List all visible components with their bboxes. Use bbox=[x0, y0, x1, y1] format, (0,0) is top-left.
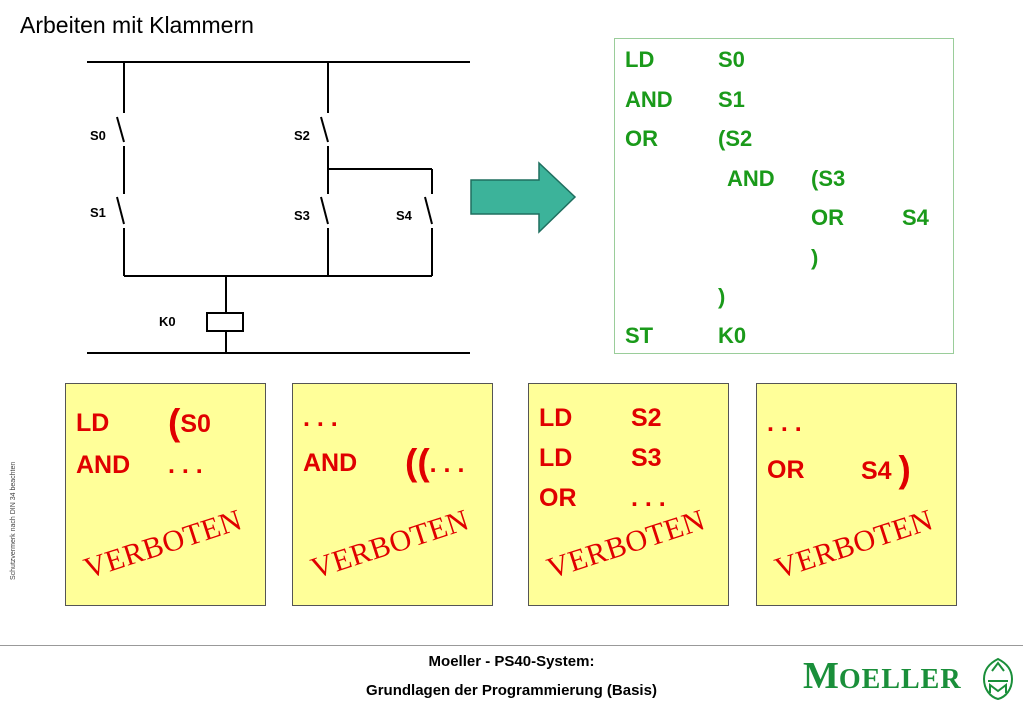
logo-letter: M bbox=[803, 655, 839, 697]
box-text: . . . bbox=[429, 450, 465, 478]
box-text: LD bbox=[539, 404, 573, 432]
code-arg: (S2 bbox=[718, 126, 753, 151]
box-text: . . . bbox=[303, 404, 338, 432]
label-s2: S2 bbox=[294, 128, 310, 143]
forbidden-box-3: LD S2 LD S3 OR . . . VERBOTEN bbox=[528, 383, 729, 606]
footer-line-2: Grundlagen der Programmierung (Basis) bbox=[366, 682, 657, 699]
box-text: LD bbox=[539, 444, 573, 472]
contact-s2-blade bbox=[320, 116, 329, 143]
contact-s3-blade bbox=[320, 196, 329, 225]
forbidden-box-1: LD (S0 AND . . . VERBOTEN bbox=[65, 383, 266, 606]
page-title: Arbeiten mit Klammern bbox=[20, 12, 254, 38]
paren-open: (( bbox=[405, 442, 430, 483]
code-op: ST bbox=[625, 323, 654, 348]
contact-s4-blade bbox=[424, 196, 433, 225]
code-op: OR bbox=[625, 126, 658, 151]
moeller-logo: MOELLER bbox=[803, 654, 962, 698]
code-arg: S1 bbox=[718, 87, 745, 112]
moeller-emblem-icon bbox=[982, 657, 1014, 701]
box-text: S4 bbox=[861, 457, 892, 485]
box-text: OR bbox=[767, 456, 805, 484]
ladder-diagram bbox=[87, 61, 577, 354]
footer-line-1: Moeller - PS40-System: bbox=[428, 653, 595, 670]
box-text: S4 ) bbox=[861, 449, 911, 491]
box-text: S0 bbox=[180, 410, 211, 438]
box-text: . . . bbox=[631, 484, 666, 512]
code-arg: S0 bbox=[718, 47, 745, 72]
contact-s0-blade bbox=[116, 116, 125, 143]
coil-k0 bbox=[206, 312, 244, 332]
label-s0: S0 bbox=[90, 128, 106, 143]
code-op: AND bbox=[625, 87, 673, 112]
label-s4: S4 bbox=[396, 208, 412, 223]
code-op: LD bbox=[625, 47, 655, 72]
box-text: . . . bbox=[168, 451, 203, 479]
code-op: OR bbox=[811, 205, 844, 230]
box-text: S3 bbox=[631, 444, 662, 472]
label-k0: K0 bbox=[159, 314, 176, 329]
code-arg: K0 bbox=[718, 323, 747, 348]
box-text: (S0 bbox=[168, 402, 211, 444]
side-note: Schutzvermerk nach DIN 34 beachten bbox=[10, 461, 17, 580]
instruction-list-box: LD S0 AND S1 OR (S2 AND (S3 OR S4 ) ) ST… bbox=[614, 38, 954, 354]
logo-rest: OELLER bbox=[838, 664, 962, 695]
box-text: OR bbox=[539, 484, 577, 512]
box-text: ((. . . bbox=[405, 442, 464, 484]
forbidden-box-2: . . . AND ((. . . VERBOTEN bbox=[292, 383, 493, 606]
box-text: LD bbox=[76, 409, 110, 437]
verboten-stamp: VERBOTEN bbox=[307, 503, 474, 586]
code-arg: S4 bbox=[902, 205, 929, 230]
box-text: AND bbox=[76, 451, 131, 479]
verboten-stamp: VERBOTEN bbox=[771, 503, 938, 586]
right-arrow-icon bbox=[470, 161, 577, 234]
paren-open: ( bbox=[168, 402, 181, 443]
code-op: ) bbox=[718, 284, 726, 309]
verboten-stamp: VERBOTEN bbox=[543, 503, 710, 586]
box-text: AND bbox=[303, 449, 358, 477]
code-op: AND bbox=[727, 166, 775, 191]
footer-divider bbox=[0, 645, 1023, 646]
box-text: . . . bbox=[767, 409, 802, 437]
code-arg: (S3 bbox=[811, 166, 846, 191]
contact-s1-blade bbox=[116, 196, 125, 225]
box-text: S2 bbox=[631, 404, 662, 432]
label-s1: S1 bbox=[90, 205, 106, 220]
code-op: ) bbox=[811, 245, 819, 270]
verboten-stamp: VERBOTEN bbox=[80, 503, 247, 586]
paren-close: ) bbox=[898, 449, 911, 490]
label-s3: S3 bbox=[294, 208, 310, 223]
forbidden-box-4: . . . OR S4 ) VERBOTEN bbox=[756, 383, 957, 606]
